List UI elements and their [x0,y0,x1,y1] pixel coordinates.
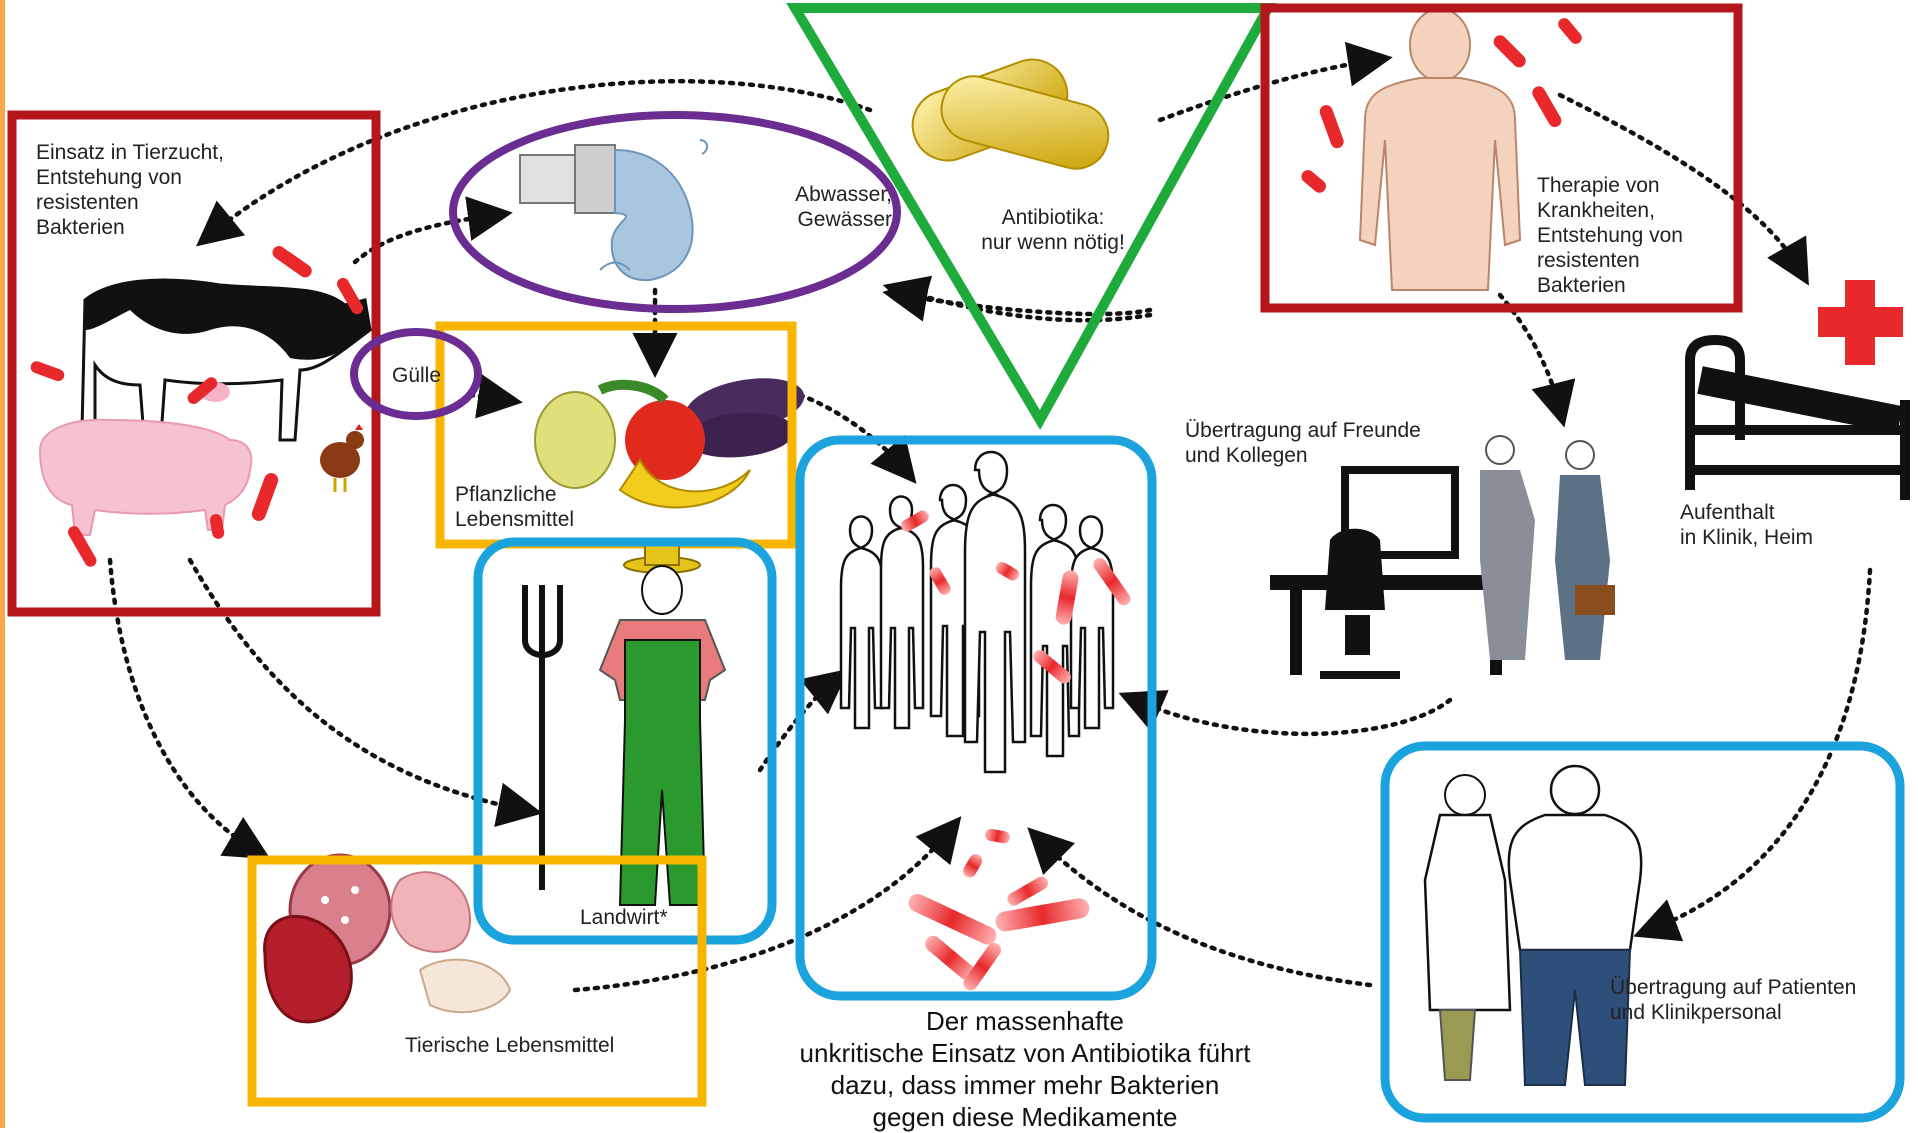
arrow-office-to-crowd [1135,700,1450,734]
arrow-patients-to-crowd [1040,840,1370,985]
arrow-livestock-to-meat [110,560,255,850]
label-therapy: Therapie von Krankheiten, Entstehung von… [1537,173,1683,298]
label-wastewater: Abwasser, Gewässer [752,182,892,232]
human-body-icon [1360,9,1520,290]
label-plant-food: Pflanzliche Lebensmittel [455,482,574,532]
label-patients: Übertragung auf Patienten und Klinikpers… [1610,975,1856,1025]
capsule-icon [903,50,1116,176]
businessmen-icon [1480,436,1615,660]
pipe-water-icon [520,140,707,280]
label-animal-food: Tierische Lebensmittel [405,1033,614,1058]
caption-text: Der massenhafte unkritische Einsatz von … [755,1005,1295,1133]
label-antibiotics: Antibiotika: nur wenn nötig! [968,205,1138,255]
label-clinic: Aufenthalt in Klinik, Heim [1680,500,1813,550]
livestock-illustration [29,243,370,568]
label-manure: Gülle [392,363,441,388]
red-cross-icon [1818,280,1903,365]
arrow-manure-to-plants [470,395,505,400]
doctor-patient-icon [1425,766,1641,1085]
farmer-icon [525,540,725,905]
vegetables-icon [535,370,808,507]
meat-icon [265,855,510,1022]
office-icon [1270,436,1615,675]
label-farmer: Landwirt* [580,905,668,930]
chicken-icon [320,424,364,492]
label-friends: Übertragung auf Freunde und Kollegen [1185,418,1421,468]
label-livestock: Einsatz in Tierzucht, Entstehung von res… [36,140,224,240]
arrow-plants-to-crowd [800,395,905,470]
